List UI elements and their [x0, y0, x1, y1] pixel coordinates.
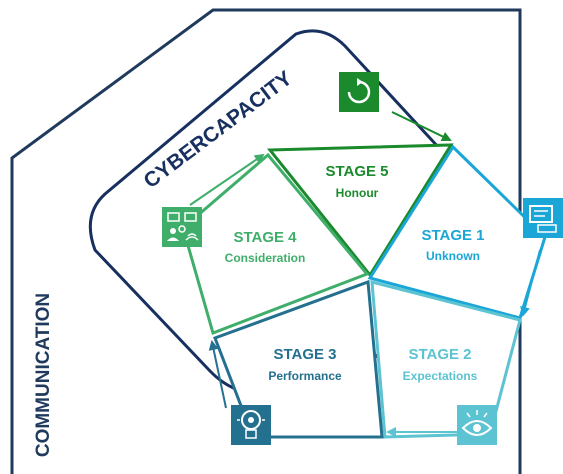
stage3-title: STAGE 3 [273, 346, 336, 363]
computer-screen-icon [523, 198, 563, 238]
stage1-subtitle: Unknown [426, 249, 480, 263]
stage1-segment [367, 144, 547, 320]
stage4-subtitle: Consideration [225, 251, 306, 265]
communication-frame [10, 8, 522, 474]
arrow-stage1-to-stage2 [520, 249, 541, 317]
communication-label: COMMUNICATION [33, 293, 54, 457]
stage5-segment [266, 143, 454, 278]
eye-icon [457, 405, 497, 445]
arrow-stage5-to-stage1 [391, 111, 452, 142]
lightbulb-gear-icon [231, 405, 271, 445]
stage3-subtitle: Performance [268, 369, 342, 383]
stage5-subtitle: Honour [336, 186, 379, 200]
stage2-subtitle: Expectations [403, 369, 478, 383]
stage1-title: STAGE 1 [421, 227, 484, 244]
stage2-title: STAGE 2 [408, 346, 471, 363]
arrow-stage3-to-stage4 [208, 340, 227, 409]
stage5-title: STAGE 5 [325, 163, 388, 180]
stage4-segment [181, 152, 370, 335]
refresh-cycle-icon [339, 72, 379, 112]
network-people-icon [162, 207, 202, 247]
stage4-title: STAGE 4 [233, 229, 297, 246]
arrow-stage4-to-stage5 [189, 153, 265, 206]
